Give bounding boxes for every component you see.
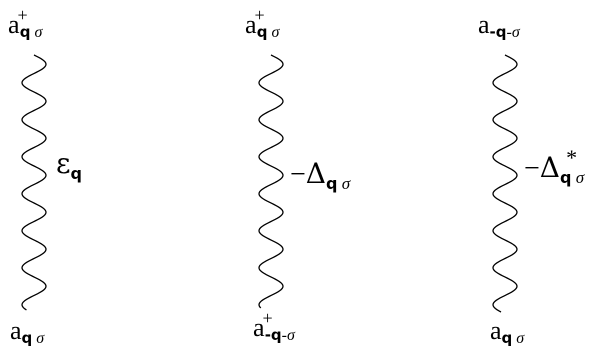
- diagram-3-top-operator: a-q-σ: [478, 10, 520, 41]
- wavy-line-1: [21, 54, 47, 311]
- diagram-1-energy-label: εq: [56, 147, 82, 183]
- diagram-1-top-operator: a+q σ: [8, 5, 43, 41]
- wavy-line-2: [258, 54, 284, 309]
- diagram-2-top-operator: a+q σ: [245, 5, 280, 41]
- diagram-2-gap-label: −Δq σ: [290, 157, 351, 193]
- wavy-line-3: [492, 54, 518, 313]
- diagram-1-bottom-operator: aq σ: [10, 316, 45, 347]
- diagram-2-bottom-operator: a+-q-σ: [253, 308, 295, 344]
- diagram-3-bottom-operator: aq σ: [490, 316, 525, 347]
- diagram-3-gap-conjugate-label: −Δq σ*: [524, 145, 585, 187]
- conjugate-star: *: [566, 145, 578, 170]
